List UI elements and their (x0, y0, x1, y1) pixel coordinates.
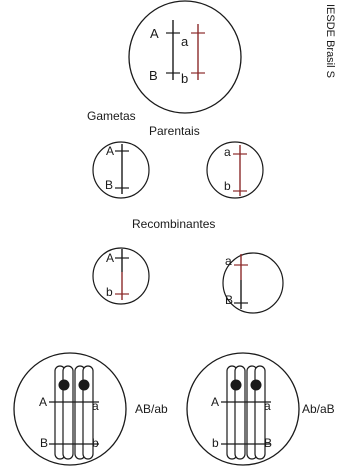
recombinant-2-membrane (222, 252, 284, 314)
heading-recombinantes: Recombinantes (132, 217, 215, 231)
credit-text: IESDE Brasil S (324, 4, 336, 78)
parental-2-membrane (206, 141, 264, 199)
recombinant-gamete-2: a B (222, 252, 284, 314)
top-label-a: a (181, 34, 189, 49)
parental-1-label-upper: A (106, 144, 114, 158)
bottom-2-centromere-2 (250, 379, 262, 391)
top-label-A: A (150, 26, 159, 41)
parental-1-label-lower: B (105, 178, 113, 192)
bottom-1-centromere-1 (58, 379, 70, 391)
recombinant-2-label-upper: a (225, 254, 232, 268)
bottom-1-label-right-upper: a (92, 399, 99, 413)
bottom-2-label-left-lower: b (212, 436, 219, 450)
bottom-1-label-left-lower: B (40, 436, 48, 450)
parental-gamete-2: a b (206, 141, 264, 199)
bottom-2-genotype: Ab/aB (302, 402, 335, 416)
recombinant-gamete-1: A b (92, 247, 150, 305)
bottom-2-membrane (186, 352, 300, 466)
bottom-2-label-right-lower: B (264, 436, 272, 450)
bottom-2-centromere-1 (230, 379, 242, 391)
recombinant-1-membrane (92, 247, 150, 305)
bottom-1-label-right-lower: b (92, 436, 99, 450)
bottom-cell-1: A a B b (13, 352, 127, 466)
top-label-B: B (149, 68, 158, 83)
heading-gametas: Gametas (87, 109, 136, 123)
parental-1-membrane (92, 141, 150, 199)
recombinant-2-label-lower: B (225, 293, 233, 307)
bottom-1-centromere-2 (78, 379, 90, 391)
bottom-1-label-left-upper: A (39, 395, 47, 409)
top-label-b: b (181, 71, 188, 86)
top-cell: A B a b (128, 0, 242, 114)
bottom-2-label-right-upper: a (264, 399, 271, 413)
recombinant-1-label-lower: b (106, 285, 113, 299)
bottom-2-label-left-upper: A (211, 395, 219, 409)
parental-gamete-1: A B (92, 141, 150, 199)
top-cell-membrane (128, 0, 242, 114)
bottom-1-genotype: AB/ab (135, 402, 168, 416)
heading-parentais: Parentais (149, 124, 200, 138)
bottom-1-membrane (13, 352, 127, 466)
parental-2-label-upper: a (224, 145, 231, 159)
parental-2-label-lower: b (224, 179, 231, 193)
recombinant-1-label-upper: A (106, 251, 114, 265)
bottom-cell-2: A a b B (186, 352, 300, 466)
